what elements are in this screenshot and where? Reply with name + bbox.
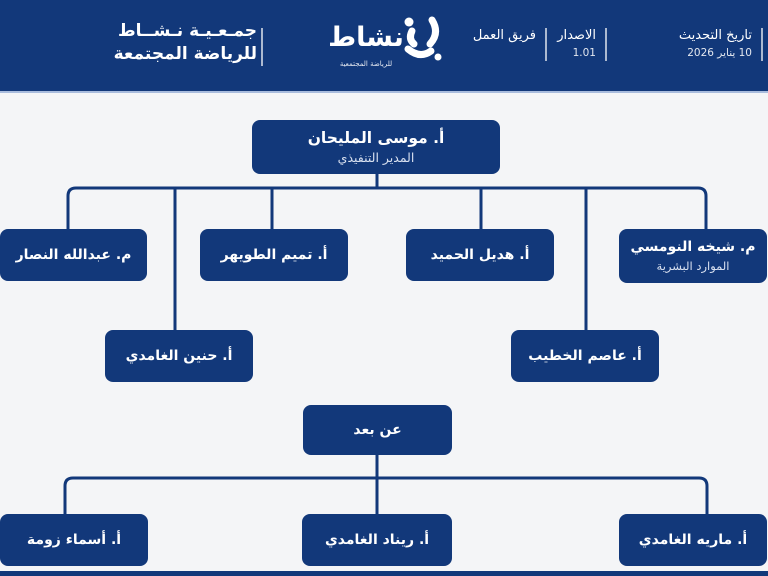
- bottom-accent-bar: [0, 571, 768, 576]
- org-node-abdullah-alnassar: م. عبدالله النصار: [0, 229, 147, 281]
- work-team-label: فريق العمل: [472, 28, 536, 43]
- association-title-line2: للرياضة المجتمعة: [113, 44, 257, 65]
- org-node-shaikha-alnomasi: م. شيخه النومسي الموارد البشرية: [619, 229, 767, 283]
- org-node-executive-director: أ. موسى المليحان المدير التنفيذي: [252, 120, 500, 174]
- update-date-label: تاريخ التحديث: [678, 28, 752, 43]
- org-node-hadeel-alhamid: أ. هديل الحميد: [406, 229, 554, 281]
- brand-separator-line: [261, 28, 263, 66]
- org-node-renad-alghamdi: أ. ريناد الغامدي: [302, 514, 452, 566]
- org-node-tamim-altwaiher: أ. تميم الطويهر: [200, 229, 348, 281]
- meta-version: الاصدار 1.01: [557, 28, 607, 61]
- association-title-line1: جمـعـيـة نـشــاط: [118, 21, 257, 41]
- node-name: أ. تميم الطويهر: [220, 246, 328, 263]
- meta-work-team: فريق العمل: [473, 28, 547, 61]
- node-name: م. شيخه النومسي: [630, 239, 756, 256]
- org-node-maryah-alghamdi: أ. ماريه الغامدي: [619, 514, 767, 566]
- node-name: عن بعد: [353, 421, 402, 438]
- node-name: م. عبدالله النصار: [15, 246, 132, 263]
- nashat-logo-icon: [404, 16, 442, 61]
- logo-wordmark: نشاط: [328, 22, 404, 53]
- node-name: أ. هديل الحميد: [430, 246, 530, 263]
- node-role: المدير التنفيذي: [337, 150, 415, 166]
- version-value: 1.01: [572, 47, 596, 60]
- update-date-value: 10 يناير 2026: [687, 47, 752, 60]
- org-node-haneen-alghamdi: أ. حنين الغامدي: [105, 330, 253, 382]
- node-name: أ. ماريه الغامدي: [638, 531, 748, 548]
- node-name: أ. ريناد الغامدي: [324, 531, 430, 548]
- org-node-asem-alkhatib: أ. عاصم الخطيب: [511, 330, 659, 382]
- meta-separator-line: [545, 28, 547, 61]
- meta-separator-line: [605, 28, 607, 61]
- header-bar: جمـعـيـة نـشــاط للرياضة المجتمعة نشاط ل…: [0, 0, 768, 93]
- logo-tagline: للرياضة المجتمعية: [339, 60, 393, 68]
- version-label: الاصدار: [557, 28, 596, 43]
- node-name: أ. موسى المليحان: [307, 128, 445, 147]
- node-name: أ. عاصم الخطيب: [528, 347, 642, 364]
- node-name: أ. حنين الغامدي: [125, 347, 233, 364]
- node-name: أ. أسماء زومة: [26, 531, 122, 548]
- org-node-remote-group: عن بعد: [303, 405, 452, 455]
- meta-update-date: تاريخ التحديث 10 يناير 2026: [679, 28, 763, 61]
- org-node-asmaa-zoma: أ. أسماء زومة: [0, 514, 148, 566]
- node-role: الموارد البشرية: [656, 258, 730, 273]
- meta-separator-line: [761, 28, 763, 61]
- association-title: جمـعـيـة نـشــاط للرياضة المجتمعة: [114, 20, 257, 67]
- nashat-logo: نشاط للرياضة المجتمعية: [320, 10, 445, 84]
